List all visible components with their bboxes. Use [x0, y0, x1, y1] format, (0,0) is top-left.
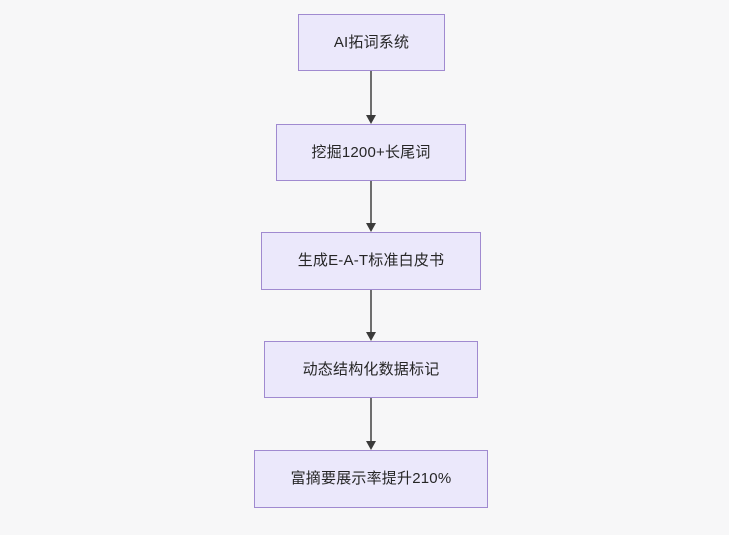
- flow-node-1[interactable]: AI拓词系统: [298, 14, 445, 71]
- flow-node-label: 生成E-A-T标准白皮书: [297, 252, 445, 269]
- flow-edge-4: [361, 398, 381, 450]
- arrow-head-icon: [366, 332, 376, 341]
- flow-node-3[interactable]: 生成E-A-T标准白皮书: [261, 232, 481, 290]
- edge-line: [370, 181, 372, 224]
- arrow-head-icon: [366, 441, 376, 450]
- edge-line: [370, 71, 372, 116]
- edge-line: [370, 290, 372, 333]
- flow-node-label: AI拓词系统: [333, 33, 410, 51]
- flow-edge-2: [361, 181, 381, 232]
- flow-node-2[interactable]: 挖掘1200+长尾词: [276, 124, 466, 181]
- flow-node-5[interactable]: 富摘要展示率提升210%: [254, 450, 488, 508]
- edge-line: [370, 398, 372, 442]
- arrow-head-icon: [366, 223, 376, 232]
- arrow-head-icon: [366, 115, 376, 124]
- flow-node-label: 动态结构化数据标记: [302, 360, 440, 378]
- flow-node-4[interactable]: 动态结构化数据标记: [264, 341, 478, 398]
- flow-node-label: 挖掘1200+长尾词: [311, 143, 431, 161]
- flow-edge-1: [361, 71, 381, 124]
- flow-edge-3: [361, 290, 381, 341]
- flow-node-label: 富摘要展示率提升210%: [290, 470, 452, 487]
